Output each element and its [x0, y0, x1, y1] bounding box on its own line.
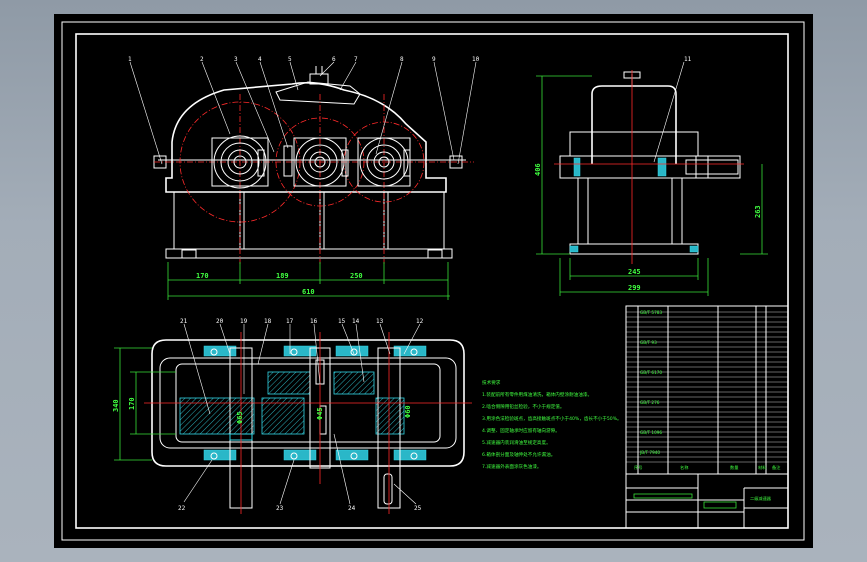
part-number: 4 [258, 56, 262, 63]
front-view[interactable]: 1 2 3 4 5 6 7 8 9 10 170 189 250 610 [128, 56, 480, 300]
part-number: 18 [264, 318, 272, 325]
note-line: 7.减速器外表面涂灰色油漆。 [482, 463, 542, 470]
part-number: 21 [180, 318, 188, 325]
part-number: 8 [400, 56, 404, 63]
gear-high-right [333, 371, 375, 395]
side-view[interactable]: 11 406 263 245 299 [534, 56, 768, 296]
row-label: GB/T 276 [640, 400, 660, 405]
row-label: JB/T 7940 [639, 450, 660, 455]
gear-low-left [179, 397, 255, 435]
part-number: 19 [240, 318, 248, 325]
header-qty: 数量 [730, 464, 738, 471]
row-label: GB/T 93 [640, 340, 657, 345]
side-dimensions: 406 263 245 299 [534, 75, 768, 296]
dimension-label: Φ60 [404, 405, 412, 418]
notes-title: 技术要求 [482, 379, 501, 386]
front-dimensions: 170 189 250 610 [167, 262, 450, 300]
gear-high-mid [267, 371, 311, 395]
technical-notes: 技术要求 1.装配前所有零件用煤油清洗，箱体内壁涂耐油油漆。 2.啮合侧隙用铅丝… [482, 379, 622, 470]
note-line: 2.啮合侧隙用铅丝检验，不小于规定值。 [482, 403, 564, 410]
part-number: 1 [128, 56, 132, 63]
row-label: GB/T 6170 [640, 370, 662, 375]
outer-border [61, 21, 805, 541]
note-line: 6.箱体剖分面及轴伸处不允许漏油。 [482, 451, 555, 458]
part-number: 22 [178, 505, 186, 512]
note-line: 4.调整、固定轴承时应留有轴向游隙。 [482, 427, 560, 434]
dimension-label: 250 [350, 272, 363, 280]
gearbox-assembly-drawing: 1 2 3 4 5 6 7 8 9 10 170 189 250 610 [61, 21, 805, 541]
part-number: 12 [416, 318, 424, 325]
plan-dimensions: 340 170 Φ65 Φ45 Φ60 [112, 347, 412, 461]
note-line: 1.装配前所有零件用煤油清洗，箱体内壁涂耐油油漆。 [482, 391, 592, 398]
front-part-labels: 1 2 3 4 5 6 7 8 9 10 [128, 56, 480, 165]
part-number: 11 [684, 56, 692, 63]
dimension-label: 406 [534, 163, 542, 176]
part-number: 13 [376, 318, 384, 325]
part-number: 7 [354, 56, 358, 63]
part-number: 20 [216, 318, 224, 325]
dimension-label: 245 [628, 268, 641, 276]
part-number: 3 [234, 56, 238, 63]
part-number: 6 [332, 56, 336, 63]
row-label: GB/T 1096 [640, 430, 662, 435]
dimension-label: 170 [128, 397, 136, 410]
header-seq: 序号 [634, 464, 642, 471]
row-label: GB/T 5783 [640, 310, 662, 315]
part-number: 24 [348, 505, 356, 512]
dimension-label: Φ65 [236, 411, 244, 424]
gear-low-mid [261, 397, 305, 435]
part-number: 9 [432, 56, 436, 63]
parts-list[interactable]: 序号 名称 数量 材料 备注 GB/T 5783 GB/T 93 GB/T 61… [625, 305, 789, 475]
bearing-1 [211, 135, 269, 189]
title-block[interactable]: 二级减速器 [625, 473, 789, 529]
parts-list-rows [626, 311, 788, 463]
dimension-label: 189 [276, 272, 289, 280]
header-name: 名称 [680, 464, 688, 471]
drawing-title: 二级减速器 [750, 495, 772, 502]
header-material: 材料 [758, 464, 767, 471]
part-number: 2 [200, 56, 204, 63]
note-line: 3.用涂色法检验斑点，齿高接触斑点不小于40%，齿长不小于50%。 [482, 415, 622, 422]
part-number: 10 [472, 56, 480, 63]
part-number: 25 [414, 505, 422, 512]
cad-viewport[interactable]: 1 2 3 4 5 6 7 8 9 10 170 189 250 610 [54, 14, 813, 548]
dimension-label: 170 [196, 272, 209, 280]
dimension-label: 299 [628, 284, 641, 292]
note-line: 5.减速器内装润滑油至规定高度。 [482, 439, 551, 446]
part-number: 16 [310, 318, 318, 325]
part-number: 17 [286, 318, 294, 325]
dimension-label: Φ45 [316, 407, 324, 420]
dimension-label: 610 [302, 288, 315, 296]
part-number: 14 [352, 318, 360, 325]
plan-part-labels: 21 20 19 18 17 16 15 14 13 12 22 23 24 2… [178, 318, 424, 512]
bearing-3 [357, 137, 411, 187]
dimension-label: 263 [754, 205, 762, 218]
dimension-label: 340 [112, 399, 120, 412]
gear-right [375, 397, 405, 435]
inner-border [75, 33, 789, 529]
bearing-2 [293, 137, 347, 187]
plan-view[interactable]: 21 20 19 18 17 16 15 14 13 12 22 23 24 2… [112, 318, 472, 514]
part-number: 15 [338, 318, 346, 325]
header-remark: 备注 [772, 464, 781, 471]
part-number: 23 [276, 505, 284, 512]
part-number: 5 [288, 56, 292, 63]
